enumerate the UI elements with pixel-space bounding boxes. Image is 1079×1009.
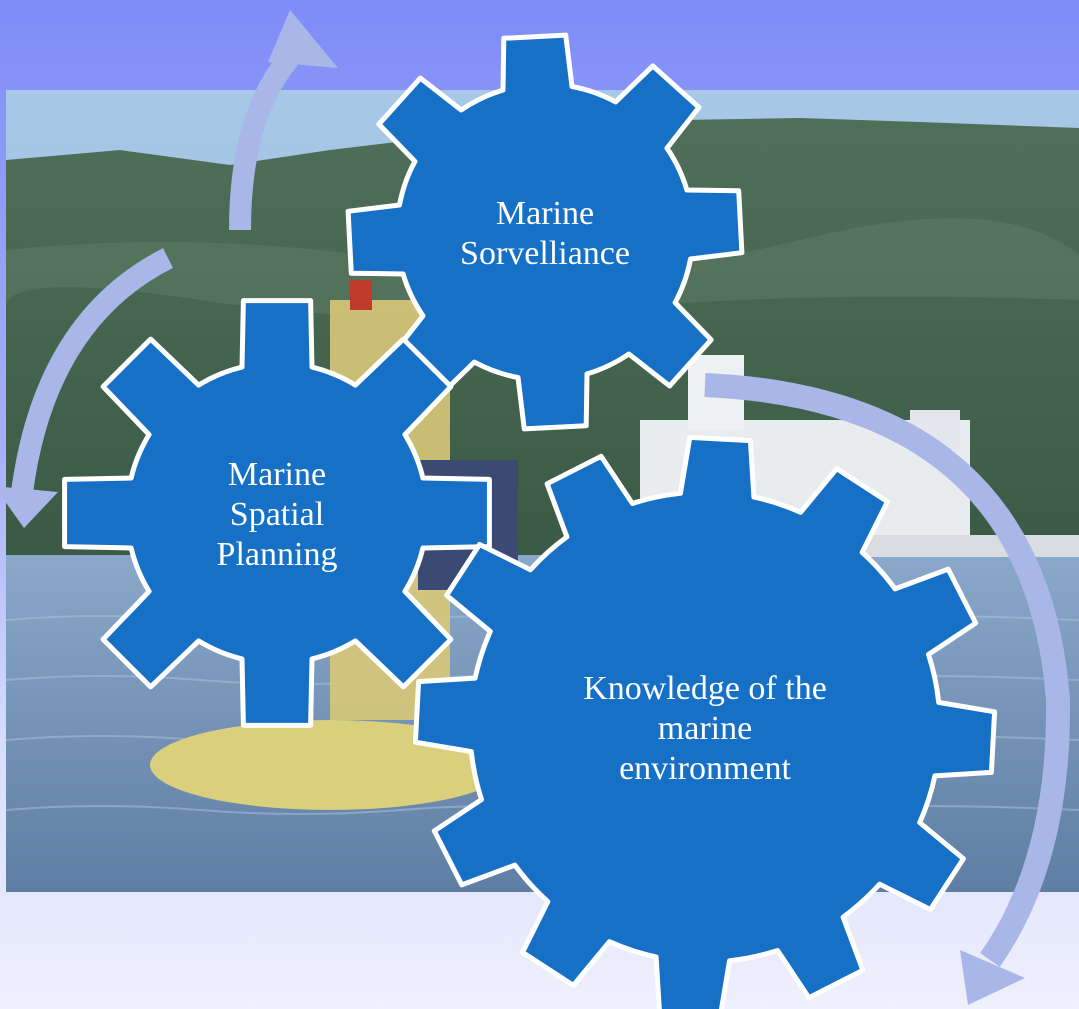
gear-shape	[345, 32, 745, 432]
arrow-top-head-icon	[268, 10, 338, 68]
gear-label-line: Sorvelliance	[460, 235, 630, 272]
gear-label-line: Planning	[217, 536, 338, 573]
photo-hill-highlights	[6, 218, 1079, 318]
arrow-left-head-icon	[0, 486, 58, 528]
gear-label-line: Spatial	[230, 496, 324, 533]
gear-shape	[412, 434, 998, 1009]
gear-label-line: marine	[658, 710, 752, 747]
gear-label-line: environment	[619, 750, 791, 787]
gear-label-line: Marine	[228, 456, 326, 493]
gear-label-line: Knowledge of the	[583, 670, 827, 707]
gear-label-line: Marine	[496, 195, 594, 232]
gear-shape	[62, 298, 492, 728]
arrow-left-curve	[11, 248, 173, 494]
arrow-right-curve	[704, 373, 1071, 967]
cycle-arrows	[0, 10, 1071, 1005]
arrow-right-head-icon	[960, 950, 1025, 1005]
